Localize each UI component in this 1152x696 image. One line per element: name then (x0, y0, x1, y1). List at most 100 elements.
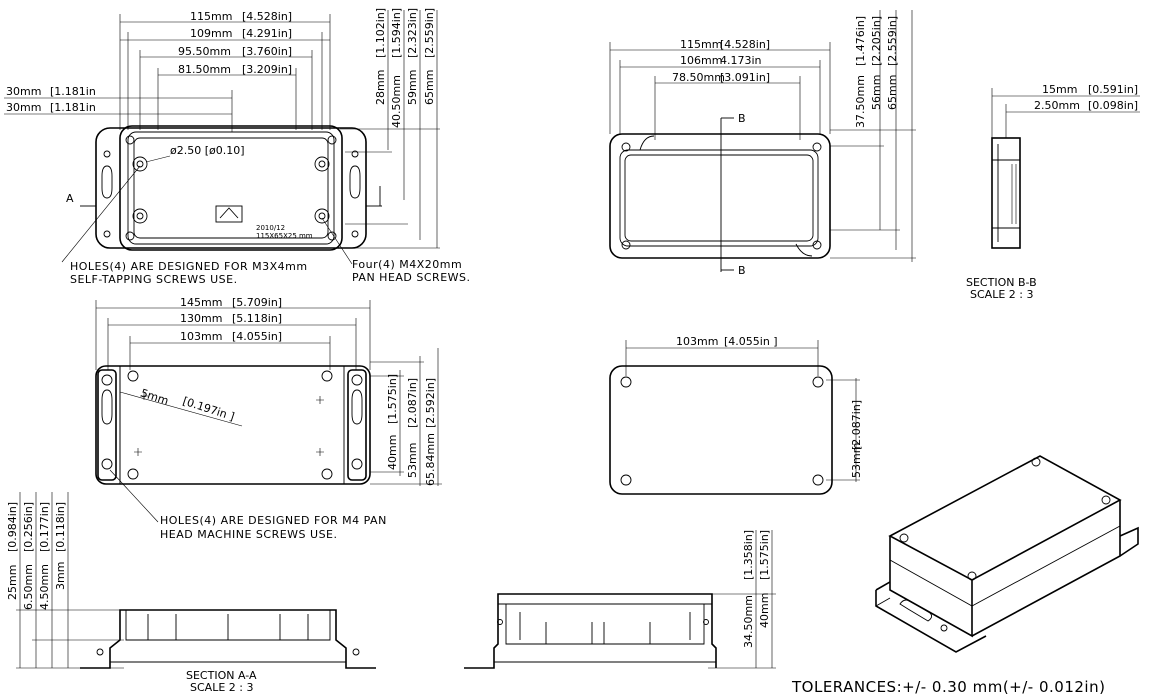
dim-inch: [2.559in] (886, 16, 899, 66)
dim-inch: [5.118in] (232, 312, 282, 325)
dim-value: 95.50mm (178, 45, 231, 58)
dim-value: 81.50mm (178, 63, 231, 76)
section-bb-scale: SCALE 2 : 3 (970, 288, 1033, 301)
dim-value: 3mm (54, 562, 67, 590)
dim-inch: [0.984in] (6, 502, 19, 552)
dim-value: 2.50mm (1034, 99, 1080, 112)
dim-inch: [0.177in] (38, 502, 51, 552)
slot-dim-inch: [0.197in ] (181, 394, 236, 423)
dim-value: 106mm (680, 54, 722, 67)
note-m4-screws-line1: Four(4) M4X20mm (352, 258, 462, 271)
dim-inch: [4.528in] (242, 10, 292, 23)
dim-value: 6.50mm (22, 564, 35, 610)
stamp-date: 2010/12 (256, 224, 285, 232)
section-aa-dimension-lines (16, 492, 124, 669)
dim-value: 37.50mm (854, 75, 867, 128)
note-holes-m3-line1: HOLES(4) ARE DESIGNED FOR M3X4mm (70, 260, 308, 273)
isometric-view (875, 455, 1139, 653)
dim-value: 56mm (870, 75, 883, 110)
view3-bottom-view: 145mm [5.709in] 130mm [5.118in] 103mm [4… (95, 296, 442, 541)
iso-lid-top (888, 455, 1122, 581)
dim-value: 40mm (758, 593, 771, 628)
dim-inch: [2.205in] (870, 16, 883, 66)
dim-inch: [3.760in] (242, 45, 292, 58)
view1-dim-115: 115mm [4.528in] (190, 10, 292, 23)
dim-inch: [1.575in] (386, 374, 399, 424)
dim-value: 103mm (676, 335, 718, 348)
dim-inch: [1.476in] (854, 16, 867, 66)
view1-dim-109: 109mm [4.291in] (190, 27, 292, 40)
view4-lid-top: 103mm [4.055in ] 53mm [2.087in] (609, 335, 863, 495)
dim-value: 53mm (406, 443, 419, 478)
section-a-label: A (66, 192, 74, 205)
dim-value: 59mm (406, 70, 419, 105)
tolerances-note: TOLERANCES:+/- 0.30 mm(+/- 0.012in) (791, 678, 1105, 696)
dim-value: 28mm (374, 70, 387, 105)
dim-inch: [1.181in (50, 85, 96, 98)
dim-inch: [0.118in] (54, 502, 67, 552)
dim-inch: [1.575in] (758, 530, 771, 580)
view1-enclosure-outline (80, 125, 382, 251)
dim-value: 145mm (180, 296, 222, 309)
dim-inch: [1.181in (50, 101, 96, 114)
section-aa-scale: SCALE 2 : 3 (190, 681, 253, 694)
view1-dim-95: 95.50mm [3.760in] (178, 45, 292, 58)
slot-dim-value: 5mm (139, 386, 170, 407)
dim-value: 65mm (886, 75, 899, 110)
dim-value: 65.84mm (424, 433, 437, 486)
dim-value: 53mm (850, 443, 863, 478)
side-view-dimension-lines (708, 530, 776, 669)
dim-inch: [4.528in] (720, 38, 770, 51)
note-holes-m3-line2: SELF-TAPPING SCREWS USE. (70, 273, 238, 286)
section-bb-lines (991, 88, 1140, 249)
dim-inch: [2.323in] (406, 8, 419, 58)
dim-value: 30mm (6, 85, 41, 98)
dim-value: 78.50mm (672, 71, 725, 84)
view1-dim-30-a: 30mm [1.181in (6, 85, 96, 98)
view4-dimension-lines (625, 340, 860, 482)
view2-dimension-lines (609, 10, 916, 272)
view3-dimension-lines (95, 300, 442, 486)
dim-value: 109mm (190, 27, 232, 40)
section-b-label-top: B (738, 112, 746, 125)
dim-value: 65mm (423, 70, 436, 105)
dim-inch: [1.102in] (374, 8, 387, 58)
dim-value: 15mm (1042, 83, 1077, 96)
section-bb-title: SECTION B-B (966, 276, 1037, 289)
dim-value: 115mm (680, 38, 722, 51)
view1-top-view: 115mm [4.528in] 109mm [4.291in] 95.50mm … (4, 8, 470, 286)
dim-inch: [4.055in ] (724, 335, 778, 348)
dim-inch: [2.592in] (424, 378, 437, 428)
section-aa-profile (80, 609, 376, 669)
iso-front-face (889, 536, 973, 638)
dim-inch: [2.087in] (406, 378, 419, 428)
dim-inch: [2.559in] (423, 8, 436, 58)
dim-value: 34.50mm (742, 595, 755, 648)
section-aa: 25mm [0.984in] 6.50mm [0.256in] 4.50mm [… (6, 492, 376, 694)
hole-diameter-label: ø2.50 [ø0.10] (170, 144, 245, 157)
dim-inch: [4.055in] (232, 330, 282, 343)
view2-lid-view: 115mm [4.528in] 106mm 4.173in 78.50mm [3… (609, 10, 916, 277)
dim-value: 40.50mm (390, 75, 403, 128)
dim-inch: [0.098in] (1088, 99, 1138, 112)
view1-dimension-lines (4, 10, 440, 249)
note-holes-m4-line2: HEAD MACHINE SCREWS USE. (160, 528, 338, 541)
dim-inch: [2.087in] (850, 400, 863, 450)
dim-value: 4.50mm (38, 564, 51, 610)
dim-inch: [1.358in] (742, 530, 755, 580)
note-holes-m4-line1: HOLES(4) ARE DESIGNED FOR M4 PAN (160, 514, 387, 527)
dim-inch: [1.594in] (390, 8, 403, 58)
side-view: 34.50mm [1.358in] 40mm [1.575in] (464, 530, 776, 669)
dim-value: 103mm (180, 330, 222, 343)
dim-value: 30mm (6, 101, 41, 114)
stamp-size: 115X65X25 mm (256, 232, 313, 240)
view1-dim-81: 81.50mm [3.209in] (178, 63, 292, 76)
dim-inch: [3.091in] (720, 71, 770, 84)
dim-inch: [4.291in] (242, 27, 292, 40)
dim-inch: 4.173in (720, 54, 762, 67)
side-view-profile (464, 593, 717, 669)
section-b-label-bottom: B (738, 264, 746, 277)
view2-lid-outline (609, 133, 831, 259)
view1-dim-30-b: 30mm [1.181in (6, 101, 96, 114)
dim-value: 25mm (6, 565, 19, 600)
